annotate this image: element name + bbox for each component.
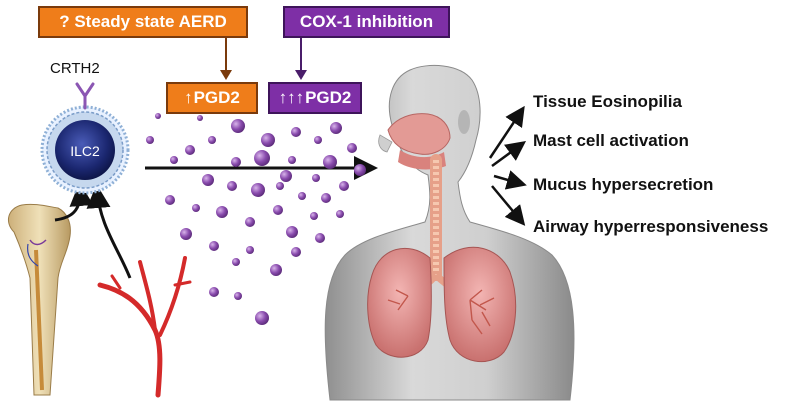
pgd2-molecule-dot	[209, 241, 219, 251]
pgd2-molecule-dot	[216, 206, 228, 218]
pgd2-molecule-dot	[314, 136, 322, 144]
pgd2-molecule-dot	[251, 183, 265, 197]
pgd2-molecule-dot	[165, 195, 175, 205]
pgd2-molecule-dot	[255, 311, 269, 325]
pgd2-molecule-dot	[339, 181, 349, 191]
effect-mast-cell-activation: Mast cell activation	[533, 131, 689, 150]
pgd2-molecule-dot	[310, 212, 318, 220]
pgd2-molecule-dot	[185, 145, 195, 155]
pgd2-molecule-dot	[231, 119, 245, 133]
pgd2-molecule-dot	[323, 155, 337, 169]
pgd2-orange-symbol: ↑	[184, 88, 193, 107]
pgd2-molecule-dot	[192, 204, 200, 212]
pgd2-purple-box: ↑↑↑ PGD2	[268, 82, 362, 114]
pgd2-molecule-dot	[170, 156, 178, 164]
pgd2-molecule-dot	[146, 136, 154, 144]
pgd2-molecule-dot	[291, 127, 301, 137]
pgd2-orange-box: ↑ PGD2	[166, 82, 258, 114]
pgd2-molecule-dot	[234, 292, 242, 300]
pgd2-molecule-dot	[180, 228, 192, 240]
effect-mucus-hypersecretion: Mucus hypersecretion	[533, 175, 714, 194]
pgd2-molecule-dot	[288, 156, 296, 164]
receptor-icon	[75, 82, 95, 110]
effect-arrows	[488, 105, 527, 226]
pgd2-molecule-dot	[273, 205, 283, 215]
pgd2-molecule-dot	[270, 264, 282, 276]
pgd2-molecule-dot	[347, 143, 357, 153]
pgd2-molecule-dot	[202, 174, 214, 186]
pgd2-purple-symbol: ↑↑↑	[278, 88, 305, 107]
effect-tissue-eosinophilia: Tissue Eosinopilia	[533, 92, 682, 111]
bone-icon	[7, 203, 71, 396]
pgd2-molecule-dot	[336, 210, 344, 218]
pgd2-molecules	[146, 113, 366, 325]
pgd2-molecule-dot	[261, 133, 275, 147]
pgd2-molecule-dot	[291, 247, 301, 257]
pgd2-molecule-dot	[330, 122, 342, 134]
pgd2-molecule-dot	[298, 192, 306, 200]
pgd2-molecule-dot	[231, 157, 241, 167]
effect-airway-hyperresponsiveness: Airway hyperresponsiveness	[533, 217, 769, 236]
pgd2-molecule-dot	[208, 136, 216, 144]
pgd2-molecule-dot	[209, 287, 219, 297]
pgd2-molecule-dot	[321, 193, 331, 203]
pgd2-purple-label: PGD2	[305, 88, 352, 107]
crth2-label: CRTH2	[50, 60, 100, 77]
aerd-box-label: ? Steady state AERD	[59, 12, 227, 31]
pgd2-molecule-dot	[155, 113, 161, 119]
aerd-box: ? Steady state AERD	[38, 6, 248, 38]
pgd2-molecule-dot	[232, 258, 240, 266]
cox-box: COX-1 inhibition	[283, 6, 450, 38]
pgd2-molecule-dot	[286, 226, 298, 238]
pgd2-molecule-dot	[245, 217, 255, 227]
pgd2-molecule-dot	[254, 150, 270, 166]
pgd2-molecule-dot	[246, 246, 254, 254]
pgd2-orange-label: PGD2	[193, 88, 240, 107]
pgd2-molecule-dot	[354, 164, 366, 176]
pgd2-molecule-dot	[315, 233, 325, 243]
pgd2-molecule-dot	[312, 174, 320, 182]
pgd2-molecule-dot	[280, 170, 292, 182]
blood-vessel-icon	[97, 256, 192, 398]
pgd2-molecule-dot	[197, 115, 203, 121]
lungs-icon	[367, 154, 517, 362]
cox-box-label: COX-1 inhibition	[299, 12, 434, 31]
pgd2-molecule-dot	[227, 181, 237, 191]
ilc2-cell: ILC2	[40, 82, 130, 195]
ilc2-label: ILC2	[70, 143, 100, 159]
pgd2-molecule-dot	[276, 182, 284, 190]
